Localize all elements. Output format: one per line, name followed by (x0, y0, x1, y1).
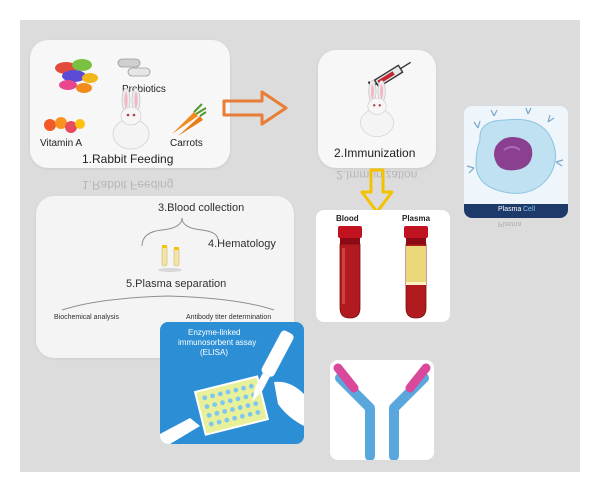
plasma-cell-icon (466, 107, 564, 194)
vitamin-a-icon (44, 117, 85, 133)
elisa-line-1: Enzyme-linked (188, 328, 241, 337)
carrots-icon (172, 103, 207, 136)
pills-icon (55, 59, 98, 93)
right-arrow-icon (222, 90, 288, 126)
rabbit-feeding-reflection: 1.Rabbit Feeding (82, 178, 174, 192)
elisa-tile: Enzyme-linked immunosorbent assay (ELISA… (160, 322, 304, 444)
plasma-cell-label-a: Plasma (498, 206, 522, 213)
probiotics-label: Probiotics (122, 84, 166, 95)
plasma-cell-label-bar (464, 204, 568, 218)
rabbit-icon (112, 88, 150, 150)
vitamin-a-label: Vitamin A (40, 138, 83, 149)
blood-tube-label: Blood (336, 214, 359, 223)
hematology-label: 4.Hematology (208, 238, 276, 250)
probiotics-capsules-icon (117, 58, 151, 77)
blood-tube-icon (338, 226, 362, 319)
blood-plasma-tubes-tile: Blood Plasma (316, 210, 450, 322)
immunization-title: 2.Immunization (334, 146, 416, 160)
down-arrow-icon (360, 168, 394, 214)
immunization-card: 2.Immunization (318, 50, 436, 168)
plasma-tube-label: Plasma (402, 214, 431, 223)
rabbit-feeding-title: 1.Rabbit Feeding (82, 152, 174, 166)
antibody-titer-label: Antibody titer determination (186, 314, 272, 321)
plasma-cell-label-b: Cell (523, 206, 536, 213)
elisa-line-3: (ELISA) (200, 348, 229, 357)
carrots-label: Carrots (170, 138, 203, 149)
rabbit-icon (360, 80, 394, 137)
antibody-icon (333, 363, 431, 460)
antibody-tile (330, 360, 434, 460)
elisa-line-2: immunosorbent assay (178, 338, 257, 347)
elisa-plate-pipette-icon (160, 330, 304, 444)
plasma-cell-reflection: Plasma (498, 220, 522, 227)
sample-tubes-icon (158, 245, 182, 272)
plasma-tube-icon (404, 226, 428, 319)
blood-collection-label: 3.Blood collection (158, 202, 245, 214)
plasma-separation-label: 5.Plasma separation (126, 278, 227, 290)
diagram-canvas: Probiotics Vitamin A Carrots 1.Rabbit (20, 20, 580, 472)
biochemical-analysis-label: Biochemical analysis (54, 314, 119, 321)
branch-connector (141, 217, 219, 247)
analysis-connector (61, 295, 275, 311)
rabbit-feeding-card: Probiotics Vitamin A Carrots 1.Rabbit (30, 40, 230, 168)
plasma-cell-tile: Plasma Cell (464, 106, 568, 218)
